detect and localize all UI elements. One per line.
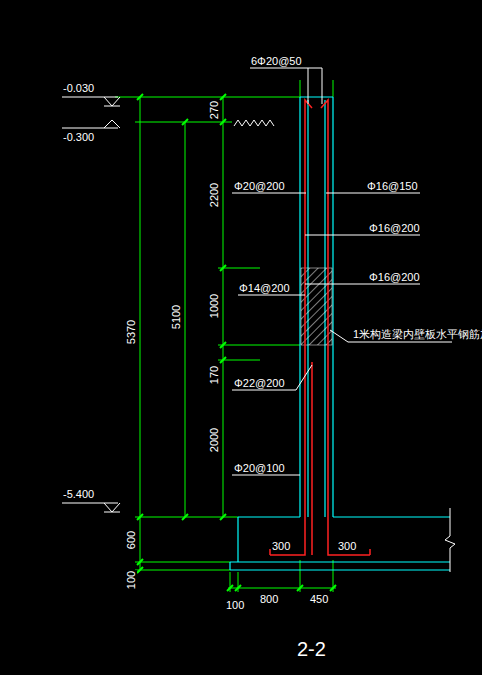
break-mark [445, 508, 455, 572]
section-caption: 2-2 [296, 638, 327, 660]
dimension-text: 2000 [208, 427, 220, 453]
dimension-text: 1000 [208, 293, 220, 319]
dimension-lines [115, 80, 336, 592]
dimension-text: 5370 [125, 319, 137, 345]
dimension-ticks [137, 94, 336, 591]
annotation-text: 1米构造梁内壁板水平钢筋加密 [352, 328, 482, 340]
annotation-text: Φ20@200 [233, 180, 286, 192]
annotation-text: -5.400 [62, 488, 95, 500]
annotation-text: Φ22@200 [233, 377, 286, 389]
annotation-text: 300 [271, 540, 291, 552]
annotation-text: Φ14@200 [238, 282, 291, 294]
annotation-text: -0.300 [62, 131, 95, 143]
annotation-text: 6Φ20@50 [250, 55, 303, 67]
annotation-text: -0.030 [62, 82, 95, 94]
level-marks [62, 97, 120, 512]
dimension-text: 170 [208, 365, 220, 385]
dimension-text: 270 [208, 100, 220, 120]
annotation-text: Φ20@100 [233, 462, 286, 474]
annotation-text: 300 [337, 540, 357, 552]
dimension-text: 2200 [208, 182, 220, 208]
dimension-text: 100 [125, 570, 137, 590]
soil-symbol [234, 120, 274, 126]
dimension-text: 600 [125, 530, 137, 550]
annotation-text: 800 [259, 593, 279, 605]
annotation-text: 450 [309, 593, 329, 605]
annotation-text: 100 [225, 599, 245, 611]
annotation-text: Φ16@150 [366, 180, 419, 192]
annotation-text: Φ16@200 [368, 271, 421, 283]
dimension-text: 5100 [170, 304, 182, 330]
leader-lines [232, 68, 452, 475]
annotation-text: Φ16@200 [368, 222, 421, 234]
